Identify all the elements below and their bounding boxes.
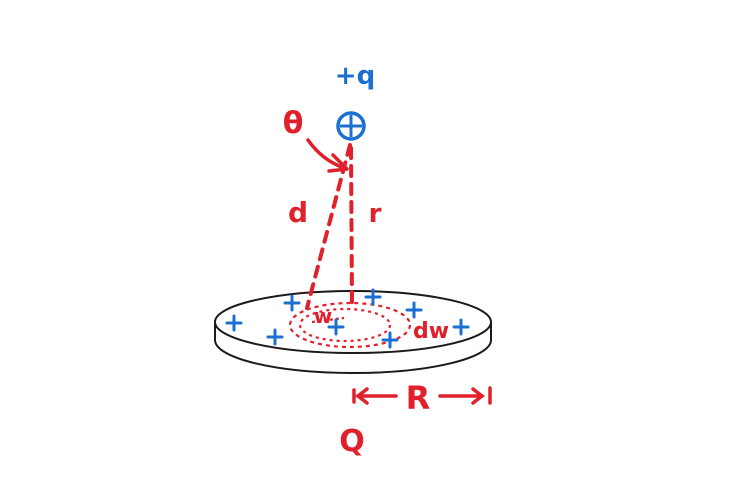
- ring-element: [288, 301, 412, 349]
- r-label: r: [369, 199, 382, 229]
- point-charge: [336, 111, 366, 141]
- plus-sign-icon: [283, 294, 301, 312]
- circled-plus-icon: [336, 111, 366, 141]
- plus-sign-icon: [381, 331, 399, 349]
- theta-label: θ: [283, 106, 304, 141]
- ring-inner-edge: [298, 307, 392, 343]
- plus-sign-icon: [225, 314, 243, 332]
- plus-sign-icon: [364, 288, 382, 306]
- plus-sign-icon: [327, 318, 345, 336]
- inner-radius-line: [311, 316, 345, 324]
- charge-label: +q: [335, 61, 375, 91]
- radius-dimension-arrow: [352, 386, 492, 405]
- line-d: [305, 143, 352, 310]
- plus-sign-icon: [266, 328, 284, 346]
- R-label: R: [406, 379, 431, 417]
- plus-sign-icon: [452, 318, 470, 336]
- dw-label: dw: [413, 319, 449, 344]
- plus-sign-icon: [405, 301, 423, 319]
- w-label: w: [314, 304, 332, 328]
- Q-label: Q: [339, 424, 365, 459]
- surface-charges: [225, 288, 470, 349]
- d-label: d: [288, 196, 308, 229]
- theta-arrow: [306, 138, 349, 173]
- ring-outer-edge: [288, 301, 412, 349]
- line-r: [349, 146, 354, 307]
